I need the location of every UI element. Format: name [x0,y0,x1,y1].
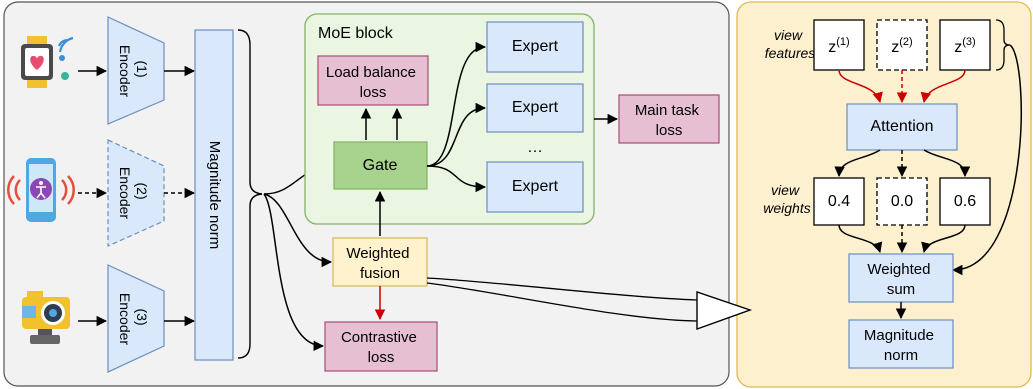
view-features-label-line1: view [774,27,803,43]
arrow-attention-weight1 [834,149,881,178]
magnitude-norm-block [194,29,234,361]
feature-3-base: z [954,39,962,56]
view-features-label-line2: features [765,45,816,61]
expert-block-1 [486,21,584,73]
feature-1-sup: (1) [836,36,849,48]
svg-text:z(2): z(2) [891,36,912,56]
right-magnitude-norm-line1: Magnitude [864,327,934,344]
weight-value-3: 0.6 [954,193,976,210]
encoder-3: (3) Encoder [107,264,165,373]
encoder-2-index: (2) [134,182,150,199]
svg-text:(3) Encoder: (3) Encoder [117,293,150,345]
svg-text:z(3): z(3) [954,36,975,56]
svg-text:Magnitude norm: Magnitude norm [864,327,938,364]
view-weights-label-line2: weights [763,200,810,216]
svg-text:view features: view features [765,27,816,61]
svg-text:Weighted sum: Weighted sum [867,261,934,298]
weighted-fusion-line1: Weighted [346,245,409,262]
svg-text:(1) Encoder: (1) Encoder [117,45,150,97]
svg-text:Weighted fusion: Weighted fusion [346,245,413,282]
weighted-sum-line2: sum [887,281,915,298]
contrastive-loss-block [324,321,438,372]
view-weights-label-line1: view [771,182,800,198]
weight-box-3 [939,177,991,226]
encoder-2-label: Encoder [117,167,133,219]
weight-value-2: 0.0 [891,193,913,210]
fusion-brace [237,29,263,359]
weighted-sum-block [848,253,954,303]
gate-label: Gate [363,157,398,174]
load-balance-loss-line2: loss [360,84,387,101]
feature-box-1 [813,19,865,71]
weighted-fusion-block [332,237,428,287]
expert-ellipsis: … [527,139,543,156]
svg-text:z(1): z(1) [828,36,849,56]
feature-3-sup: (3) [962,36,975,48]
encoder-3-index: (3) [134,308,150,325]
attention-label: Attention [870,118,933,135]
weight-value-1: 0.4 [828,193,850,210]
svg-text:view weights: view weights [763,182,810,216]
right-magnitude-norm-line2: norm [884,347,918,364]
zoom-arrow [696,291,753,330]
arrow-features-weighted-sum [951,44,1022,276]
attention-block [846,103,958,151]
expert-block-3 [486,161,584,213]
arrow-attention-weight3 [923,149,971,178]
contrastive-loss-line1: Contrastive [341,329,417,346]
feature-1-base: z [828,39,836,56]
encoder-2: (2) Encoder [107,139,165,247]
main-task-loss-block [618,94,720,144]
zoom-line-bottom [426,282,698,322]
svg-text:(2) Encoder: (2) Encoder [117,167,150,219]
main-task-loss-line2: loss [656,122,683,139]
weighted-fusion-line2: fusion [360,265,400,282]
contrastive-loss-line2: loss [368,349,395,366]
feature-box-2 [876,19,928,71]
encoder-1-index: (1) [134,60,150,77]
moe-title: MoE block [318,25,394,42]
magnitude-norm-label: Magnitude norm [206,141,223,249]
load-balance-loss-block [317,55,429,106]
feature-box-3 [939,19,991,71]
arrow-brace-contrastive [263,193,325,352]
arrow-gate-expert3 [426,165,487,193]
zoom-line-top [426,277,698,301]
weight-box-1 [813,177,865,226]
weighted-sum-line1: Weighted [867,261,930,278]
encoder-3-label: Encoder [117,293,133,345]
smartphone-sensor-icon [7,158,75,222]
expert-label-3: Expert [512,178,559,195]
action-camera-icon [22,291,70,344]
svg-text:Main task loss: Main task loss [635,102,703,139]
main-task-loss-line1: Main task [635,102,700,119]
expert-block-2 [486,83,584,133]
arrow-brace-fusion [263,193,333,268]
smartwatch-icon [21,36,74,88]
encoder-1-label: Encoder [117,45,133,97]
arrow-weight1-sum [838,224,883,254]
arrow-weight3-sum [921,224,966,254]
arrow-gate-expert1 [426,41,487,167]
svg-text:Load balance loss: Load balance loss [326,64,420,101]
right-magnitude-norm-block [848,319,954,369]
expert-label-1: Expert [512,38,559,55]
arrow-feature3-attention [920,69,966,104]
feature-2-sup: (2) [899,36,912,48]
svg-text:Contrastive loss: Contrastive loss [341,329,421,366]
expert-label-2: Expert [512,99,559,116]
load-balance-loss-line1: Load balance [326,64,416,81]
arrow-gate-expert2 [426,102,487,167]
encoder-1: (1) Encoder [107,16,165,125]
feature-2-base: z [891,39,899,56]
arrow-feature1-attention [838,69,883,104]
